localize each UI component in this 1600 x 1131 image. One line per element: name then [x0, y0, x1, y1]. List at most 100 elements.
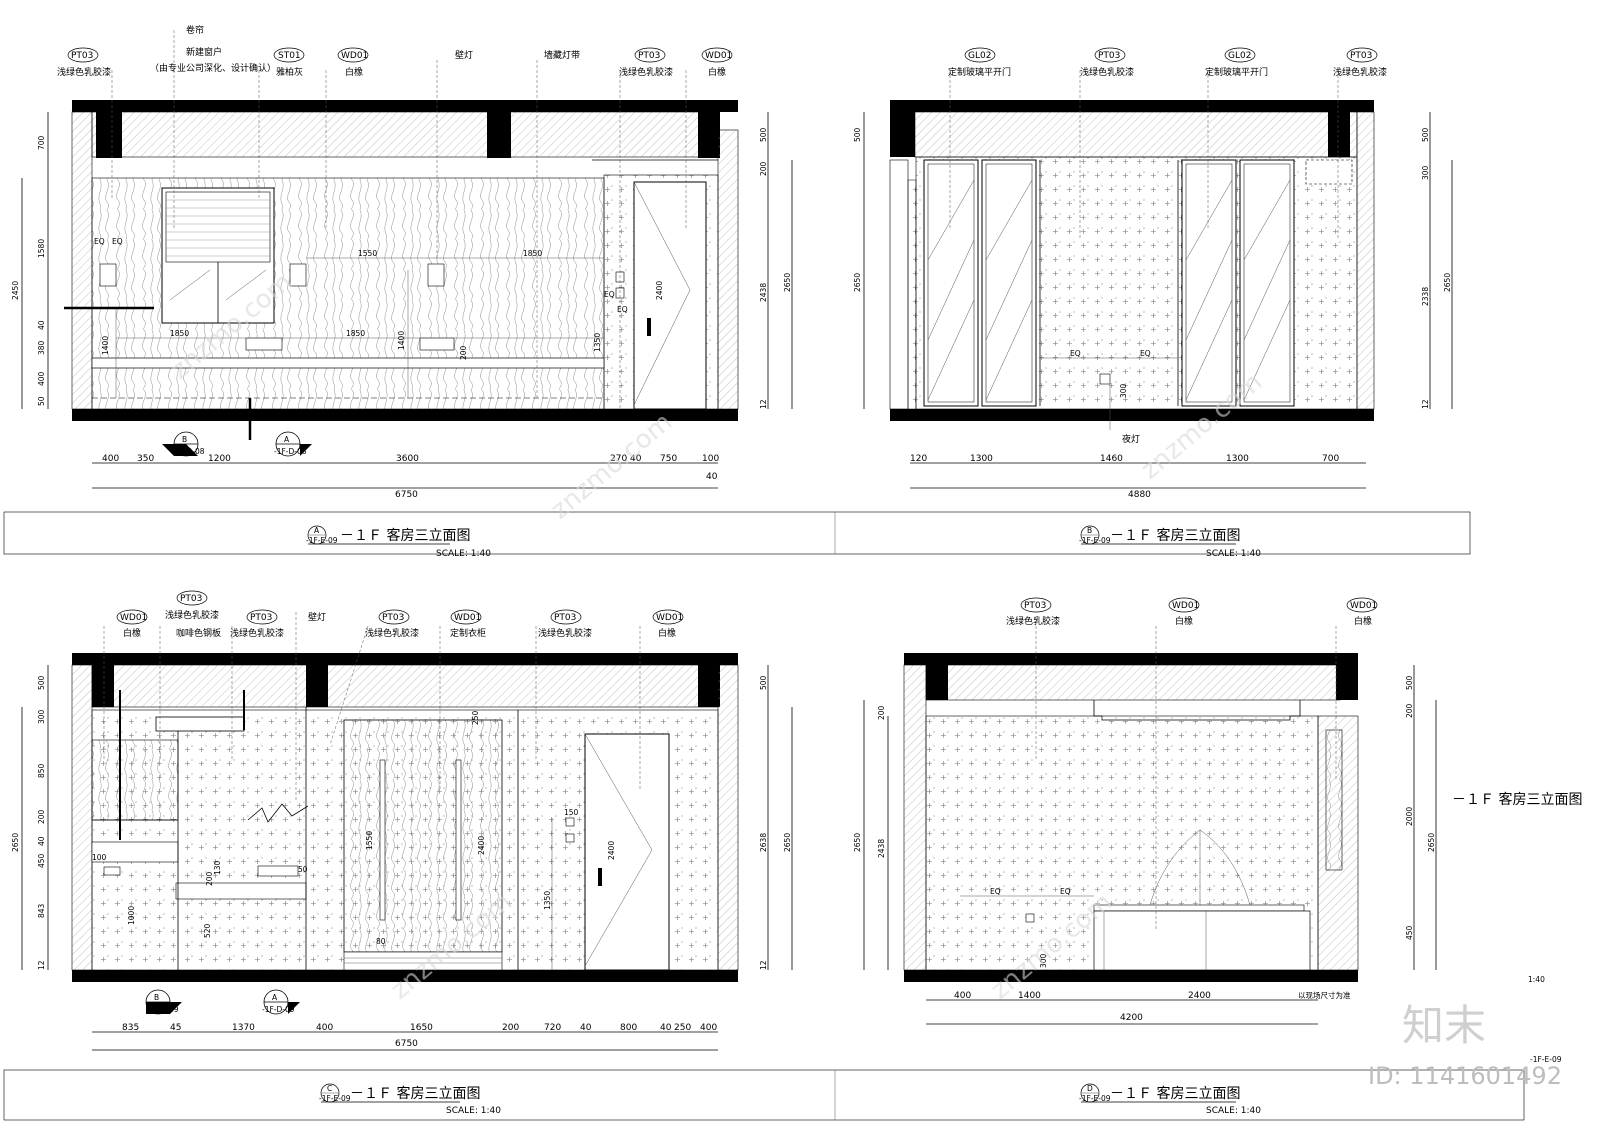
- svg-text:720: 720: [544, 1023, 561, 1033]
- svg-text:SCALE: 1:40: SCALE: 1:40: [1206, 549, 1261, 559]
- svg-text:4200: 4200: [1120, 1013, 1143, 1023]
- svg-text:200: 200: [1405, 703, 1414, 718]
- svg-text:白橡: 白橡: [658, 627, 676, 639]
- svg-text:40: 40: [706, 472, 718, 482]
- elevation-b: EQ EQ 300 夜灯 GL02 定制玻璃平开门 PT03 浅绿色乳胶漆 GL…: [853, 47, 1453, 500]
- svg-text:500: 500: [1421, 127, 1430, 142]
- svg-text:80: 80: [376, 937, 386, 946]
- svg-text:2400: 2400: [607, 841, 616, 860]
- svg-text:50: 50: [298, 865, 308, 874]
- panel-title-d: －１Ｆ 客房三立面图: [1110, 1085, 1240, 1102]
- callouts-b: GL02 定制玻璃平开门 PT03 浅绿色乳胶漆 GL02 定制玻璃平开门 PT…: [948, 47, 1387, 78]
- svg-text:200: 200: [877, 705, 886, 720]
- svg-text:100: 100: [702, 454, 719, 464]
- panel-title-a: －１Ｆ 客房三立面图: [340, 527, 470, 544]
- dims-right-b: 500 300 2338 2650 12: [1421, 112, 1453, 409]
- svg-text:750: 750: [660, 454, 677, 464]
- elevation-d: EQ EQ 300 PT03 浅绿色乳胶漆 WD01 白橡 WD01 白橡 40…: [853, 597, 1437, 1025]
- svg-text:浅绿色乳胶漆: 浅绿色乳胶漆: [538, 627, 592, 639]
- callout-text: 雅柏灰: [276, 66, 303, 78]
- svg-text:2400: 2400: [1188, 991, 1211, 1001]
- svg-text:1580: 1580: [37, 239, 46, 258]
- dims-right-d: 500 200 2000 2650 450: [1405, 665, 1437, 970]
- svg-text:500: 500: [853, 127, 862, 142]
- svg-text:D: D: [1087, 1084, 1093, 1093]
- svg-text:浅绿色乳胶漆: 浅绿色乳胶漆: [1333, 66, 1387, 78]
- svg-text:浅绿色乳胶漆: 浅绿色乳胶漆: [365, 627, 419, 639]
- svg-text:EQ: EQ: [617, 305, 628, 314]
- callout-text: 浅绿色乳胶漆: [619, 66, 673, 78]
- dims-bottom-b: 120 1300 1460 1300 700 4880: [910, 454, 1366, 500]
- svg-text:40: 40: [580, 1023, 592, 1033]
- svg-text:520: 520: [203, 923, 212, 938]
- svg-text:PT03: PT03: [1098, 51, 1120, 61]
- svg-text:-1F-E-09: -1F-E-09: [306, 536, 338, 545]
- svg-text:2650: 2650: [853, 273, 862, 292]
- svg-text:浅绿色乳胶漆: 浅绿色乳胶漆: [165, 609, 219, 621]
- svg-text:壁灯: 壁灯: [308, 611, 326, 623]
- svg-text:300: 300: [1421, 165, 1430, 180]
- svg-text:GL02: GL02: [968, 51, 991, 61]
- section-marker: A -1F-D-09: [262, 989, 300, 1015]
- svg-text:2438: 2438: [877, 839, 886, 858]
- svg-text:1200: 1200: [208, 454, 231, 464]
- svg-text:12: 12: [1421, 399, 1430, 409]
- svg-text:定制衣柜: 定制衣柜: [450, 627, 486, 639]
- title-bar-bottom: C -1F-E-09 －１Ｆ 客房三立面图 SCALE: 1:40 D -1F-…: [3, 1069, 1525, 1121]
- svg-text:定制玻璃平开门: 定制玻璃平开门: [1205, 66, 1268, 78]
- svg-text:1350: 1350: [543, 891, 552, 910]
- svg-text:50: 50: [37, 396, 46, 406]
- section-marker: B -1F-D-09: [145, 989, 182, 1015]
- svg-text:1350: 1350: [593, 333, 602, 352]
- dims-bottom-a: 400 350 1200 3600 270 40 750 100 40 6750: [92, 454, 719, 500]
- section-marker: B -1F-D-08: [162, 431, 205, 457]
- callout-text: 白橡: [708, 66, 726, 78]
- svg-text:500: 500: [1405, 675, 1414, 690]
- svg-text:1400: 1400: [101, 336, 110, 355]
- svg-text:1460: 1460: [1100, 454, 1123, 464]
- svg-text:500: 500: [759, 675, 768, 690]
- svg-text:A: A: [272, 993, 278, 1002]
- svg-text:2650: 2650: [783, 833, 792, 852]
- svg-text:SCALE: 1:40: SCALE: 1:40: [436, 549, 491, 559]
- svg-text:2338: 2338: [1421, 287, 1430, 306]
- elevation-a: PT03 浅绿色乳胶漆 卷帘 新建窗户 （由专业公司深化、设计确认） ST01 …: [11, 24, 793, 500]
- svg-text:2450: 2450: [11, 281, 20, 300]
- svg-text:-1F-D-08: -1F-D-08: [172, 447, 205, 456]
- svg-text:2400: 2400: [655, 281, 664, 300]
- svg-text:400: 400: [37, 371, 46, 386]
- panel-title-b: －１Ｆ 客房三立面图: [1110, 527, 1240, 544]
- svg-text:350: 350: [137, 454, 154, 464]
- dims-bottom-d: 400 1400 2400 4200 以现场尺寸为准: [926, 990, 1351, 1025]
- callout-code: PT03: [71, 51, 93, 61]
- svg-text:SCALE: 1:40: SCALE: 1:40: [446, 1106, 501, 1116]
- callout-text: （由专业公司深化、设计确认）: [150, 62, 276, 74]
- dims-right-c: 500 2638 2650 12: [759, 665, 793, 970]
- svg-text:-1F-D-09: -1F-D-09: [146, 1005, 179, 1014]
- svg-text:300: 300: [37, 709, 46, 724]
- svg-text:1000: 1000: [127, 906, 136, 925]
- inner-dims-c: 100 200 130 50 1000 520 250 1550 2400 15…: [92, 710, 616, 946]
- elevation-c: PT03 浅绿色乳胶漆 WD01 白橡 咖啡色钢板 PT03 浅绿色乳胶漆 壁灯…: [11, 590, 793, 1051]
- svg-text:120: 120: [910, 454, 927, 464]
- glass-door-left: [923, 159, 1037, 407]
- svg-text:40: 40: [37, 320, 46, 330]
- svg-text:300: 300: [1119, 383, 1128, 398]
- svg-text:EQ: EQ: [94, 237, 105, 246]
- svg-text:WD01: WD01: [1172, 601, 1199, 611]
- side-sheet: -1F-E-09: [1530, 1055, 1562, 1064]
- dims-left-a: 700 1580 2450 40 380 400 50: [11, 112, 49, 409]
- svg-text:6750: 6750: [395, 1039, 418, 1049]
- svg-text:-1F-E-09: -1F-E-09: [1079, 536, 1111, 545]
- svg-text:200: 200: [759, 161, 768, 176]
- door-a: [633, 181, 707, 410]
- svg-text:B: B: [154, 993, 159, 1002]
- svg-text:12: 12: [759, 960, 768, 970]
- svg-text:200: 200: [205, 871, 214, 886]
- svg-text:PT03: PT03: [250, 613, 272, 623]
- inner-dims-a: 1550 1850 1850 1850 1400 1400 2400 1350 …: [94, 237, 664, 360]
- callout-text: 新建窗户: [186, 46, 222, 58]
- svg-text:A: A: [314, 526, 320, 535]
- svg-text:2650: 2650: [1443, 273, 1452, 292]
- svg-text:PT03: PT03: [1024, 601, 1046, 611]
